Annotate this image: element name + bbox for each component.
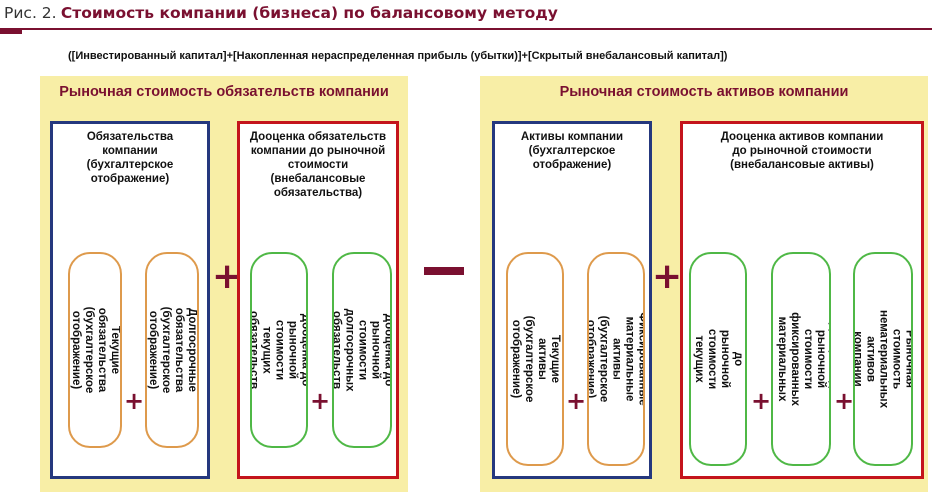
assets-book-title: Активы компании (бухгалтерское отображен… [520, 131, 624, 171]
formula-text: ([Инвестированный капитал]+[Накопленная … [68, 50, 728, 62]
assets-panel: Рыночная стоимость активов компании Акти… [480, 76, 928, 492]
current-liabilities-item: Текущие обязательства (бухгалтерское ото… [68, 252, 122, 448]
assets-revaluation-title: Дооценка активов компании до рыночной ст… [720, 131, 884, 171]
figure-caption: Рис. 2. Стоимость компании (бизнеса) по … [4, 4, 558, 23]
plus-operator: + [751, 387, 772, 415]
long-term-liabilities-revaluation-label: Дооценка до рыночной стоимости долгосроч… [332, 308, 392, 392]
figure-title: Стоимость компании (бизнеса) по балансов… [60, 4, 558, 22]
minus-operator [424, 267, 464, 275]
long-term-liabilities-label: Долгосрочные обязательства (бухгалтерско… [147, 306, 198, 394]
assets-panel-title: Рыночная стоимость активов компании [559, 84, 849, 100]
plus-operator: + [652, 256, 683, 297]
current-liabilities-label: Текущие обязательства (бухгалтерское ото… [70, 306, 121, 394]
current-liabilities-revaluation-item: Дооценка до рыночной стоимости текущих о… [250, 252, 308, 448]
liabilities-book-box: Обязательства компании (бухгалтерское от… [50, 121, 210, 479]
assets-book-box: Активы компании (бухгалтерское отображен… [492, 121, 652, 479]
current-assets-revaluation-label: Дооценка до рыночной стоимости текущих а… [689, 328, 747, 390]
liabilities-panel: Рыночная стоимость обязательств компании… [40, 76, 408, 492]
fixed-assets-revaluation-item: Дооценка до рыночной стоимости фиксирова… [771, 252, 831, 466]
long-term-liabilities-item: Долгосрочные обязательства (бухгалтерско… [145, 252, 199, 448]
liabilities-panel-title: Рыночная стоимость обязательств компании [59, 84, 389, 100]
liabilities-revaluation-title: Дооценка обязательств компании до рыночн… [249, 131, 387, 199]
current-assets-item: Текущие активы (бухгалтерское отображени… [506, 252, 564, 466]
current-liabilities-revaluation-label: Дооценка до рыночной стоимости текущих о… [250, 310, 308, 390]
header-rule [0, 28, 932, 30]
figure-number: Рис. 2. [4, 4, 57, 22]
plus-operator: + [834, 387, 855, 415]
assets-revaluation-box: Дооценка активов компании до рыночной ст… [680, 121, 924, 479]
plus-operator: + [124, 387, 145, 415]
current-assets-revaluation-item: Дооценка до рыночной стоимости текущих а… [689, 252, 747, 466]
long-term-liabilities-revaluation-item: Дооценка до рыночной стоимости долгосроч… [332, 252, 392, 448]
liabilities-book-title: Обязательства компании (бухгалтерское от… [86, 131, 174, 185]
intangible-assets-item: Рыночная стоимость нематериальных активо… [853, 252, 913, 466]
fixed-tangible-assets-label: Фиксированные материальные активы (бухга… [587, 312, 645, 406]
plus-operator: + [566, 387, 587, 415]
current-assets-label: Текущие активы (бухгалтерское отображени… [510, 315, 561, 403]
header-rule-accent [0, 28, 22, 34]
liabilities-revaluation-box: Дооценка обязательств компании до рыночн… [237, 121, 399, 479]
plus-operator: + [310, 387, 331, 415]
fixed-tangible-assets-item: Фиксированные материальные активы (бухга… [587, 252, 645, 466]
fixed-assets-revaluation-label: Дооценка до рыночной стоимости фиксирова… [771, 312, 831, 406]
intangible-assets-label: Рыночная стоимость нематериальных активо… [853, 310, 913, 408]
